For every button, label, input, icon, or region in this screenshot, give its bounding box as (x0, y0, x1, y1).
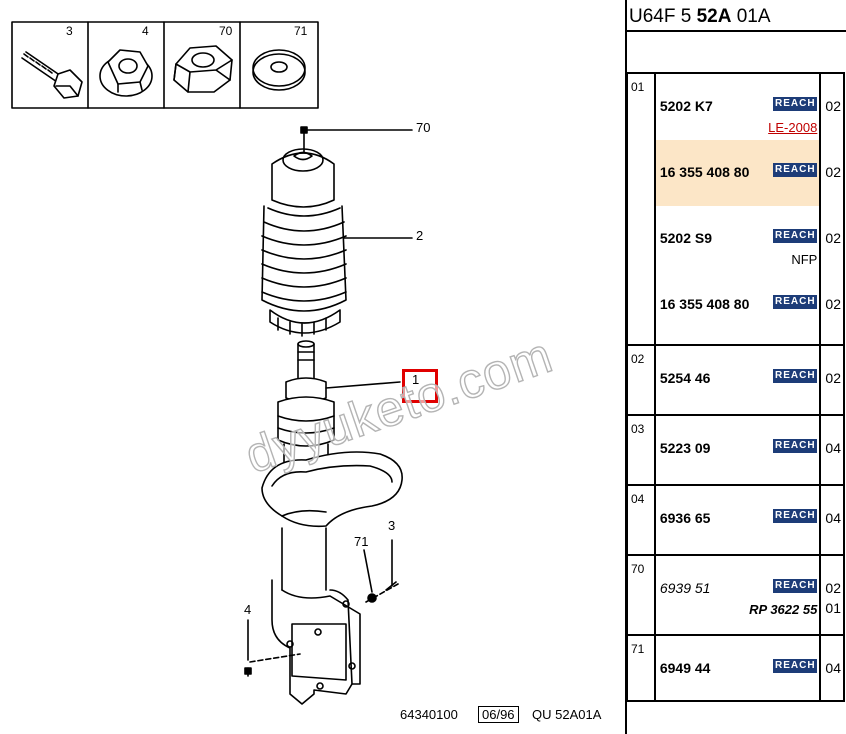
dust-boot (261, 148, 347, 337)
inset-frame (11, 21, 319, 109)
part-entry[interactable]: 5254 46 REACH (656, 346, 819, 408)
qty-cell: 04 (819, 414, 845, 486)
reach-badge: REACH (773, 439, 818, 453)
quantity-secondary: 01 (825, 600, 841, 616)
item-number: 01 (626, 72, 656, 346)
reach-badge: REACH (773, 97, 818, 111)
callout-71[interactable]: 71 (354, 534, 369, 549)
part-reference[interactable]: 5202 S9 (659, 230, 713, 246)
qty-cell: 04 (819, 484, 845, 556)
part-reference[interactable]: 6939 51 (659, 580, 711, 596)
header-divider (625, 30, 846, 32)
part-cell: 6936 65 REACH (653, 484, 822, 556)
part-cell: 6939 51 REACH RP 3622 55 (653, 554, 822, 636)
reach-badge: REACH (773, 579, 818, 593)
reach-badge: REACH (773, 659, 818, 673)
parts-diagram: 3 4 70 71 70 2 1 3 71 4 dyyuketo.com 643… (11, 21, 602, 723)
title-part1: U64F 5 (629, 6, 692, 27)
item-number: 03 (626, 414, 656, 486)
footer-date: 06/96 (478, 706, 519, 723)
part-reference[interactable]: 6949 44 (659, 660, 711, 676)
inset-label-71: 71 (294, 24, 308, 38)
callout-70[interactable]: 70 (416, 120, 431, 135)
quantity: 04 (825, 440, 841, 456)
callout-2[interactable]: 2 (416, 228, 424, 243)
item-number: 02 (626, 344, 656, 416)
part-note: RP 3622 55 (749, 602, 818, 617)
reach-badge: REACH (773, 509, 818, 523)
inset-label-3: 3 (66, 24, 73, 38)
part-reference[interactable]: 16 355 408 80 (659, 164, 750, 180)
page-title: U64F 5 52A 01A (629, 6, 771, 28)
part-entry[interactable]: 6939 51 REACH RP 3622 55 (656, 556, 819, 628)
reach-badge: REACH (773, 163, 818, 177)
reach-badge: REACH (773, 295, 818, 309)
quantity: 02 (825, 296, 841, 312)
quantity: 02 (825, 98, 841, 114)
part-reference[interactable]: 6936 65 (659, 510, 711, 526)
item-number: 71 (626, 634, 656, 702)
part-reference[interactable]: 5202 K7 (659, 98, 713, 114)
part-entry[interactable]: 6936 65 REACH (656, 486, 819, 548)
part-entry[interactable]: 5223 09 REACH (656, 416, 819, 478)
reach-badge: REACH (773, 229, 818, 243)
hex-nut-icon (173, 45, 233, 93)
exploded-view (11, 21, 413, 705)
part-entry[interactable]: 6949 44 REACH (656, 636, 819, 694)
restriction-link[interactable]: LE-2008 (768, 120, 818, 135)
part-reference[interactable]: 16 355 408 80 (659, 296, 750, 312)
washer-icon (252, 49, 306, 91)
inset-label-4: 4 (142, 24, 149, 38)
part-entry[interactable]: 5202 S9 REACH NFP (656, 206, 819, 272)
callout-4[interactable]: 4 (244, 602, 252, 617)
footer-ref: QU 52A01A (532, 707, 602, 722)
qty-cell: 02 (819, 344, 845, 416)
part-reference[interactable]: 5223 09 (659, 440, 711, 456)
callout-3[interactable]: 3 (388, 518, 396, 533)
strut-rod (277, 340, 335, 471)
callout-1-highlight-box (402, 369, 438, 403)
quantity: 02 (825, 370, 841, 386)
part-cell: 5223 09 REACH (653, 414, 822, 486)
strut-body (271, 527, 361, 705)
part-reference[interactable]: 5254 46 (659, 370, 711, 386)
title-part2: 52A (696, 6, 732, 27)
quantity: 04 (825, 510, 841, 526)
part-cell: 5254 46 REACH (653, 344, 822, 416)
reach-badge: REACH (773, 369, 818, 383)
part-entry[interactable]: 5202 K7 REACH LE-2008 (656, 74, 819, 140)
quantity: 02 (825, 580, 841, 596)
quantity: 04 (825, 660, 841, 676)
bolt-icon (21, 51, 83, 99)
title-part3: 01A (736, 6, 771, 27)
quantity: 02 (825, 164, 841, 180)
footer-code: 64340100 (400, 707, 458, 722)
part-entry[interactable]: 16 355 408 80 REACH (656, 272, 819, 338)
qty-cell: 04 (819, 634, 845, 702)
spring-seat (261, 451, 403, 528)
part-entry[interactable]: 16 355 408 80 REACH (655, 140, 820, 206)
flange-nut-icon (99, 49, 153, 97)
part-cell: 6949 44 REACH (653, 634, 822, 702)
part-note: NFP (791, 252, 818, 267)
qty-cell: 02 02 02 02 (819, 72, 845, 346)
inset-label-70: 70 (219, 24, 233, 38)
callout-1[interactable]: 1 (412, 372, 420, 387)
item-number: 70 (626, 554, 656, 636)
item-number: 04 (626, 484, 656, 556)
quantity: 02 (825, 230, 841, 246)
